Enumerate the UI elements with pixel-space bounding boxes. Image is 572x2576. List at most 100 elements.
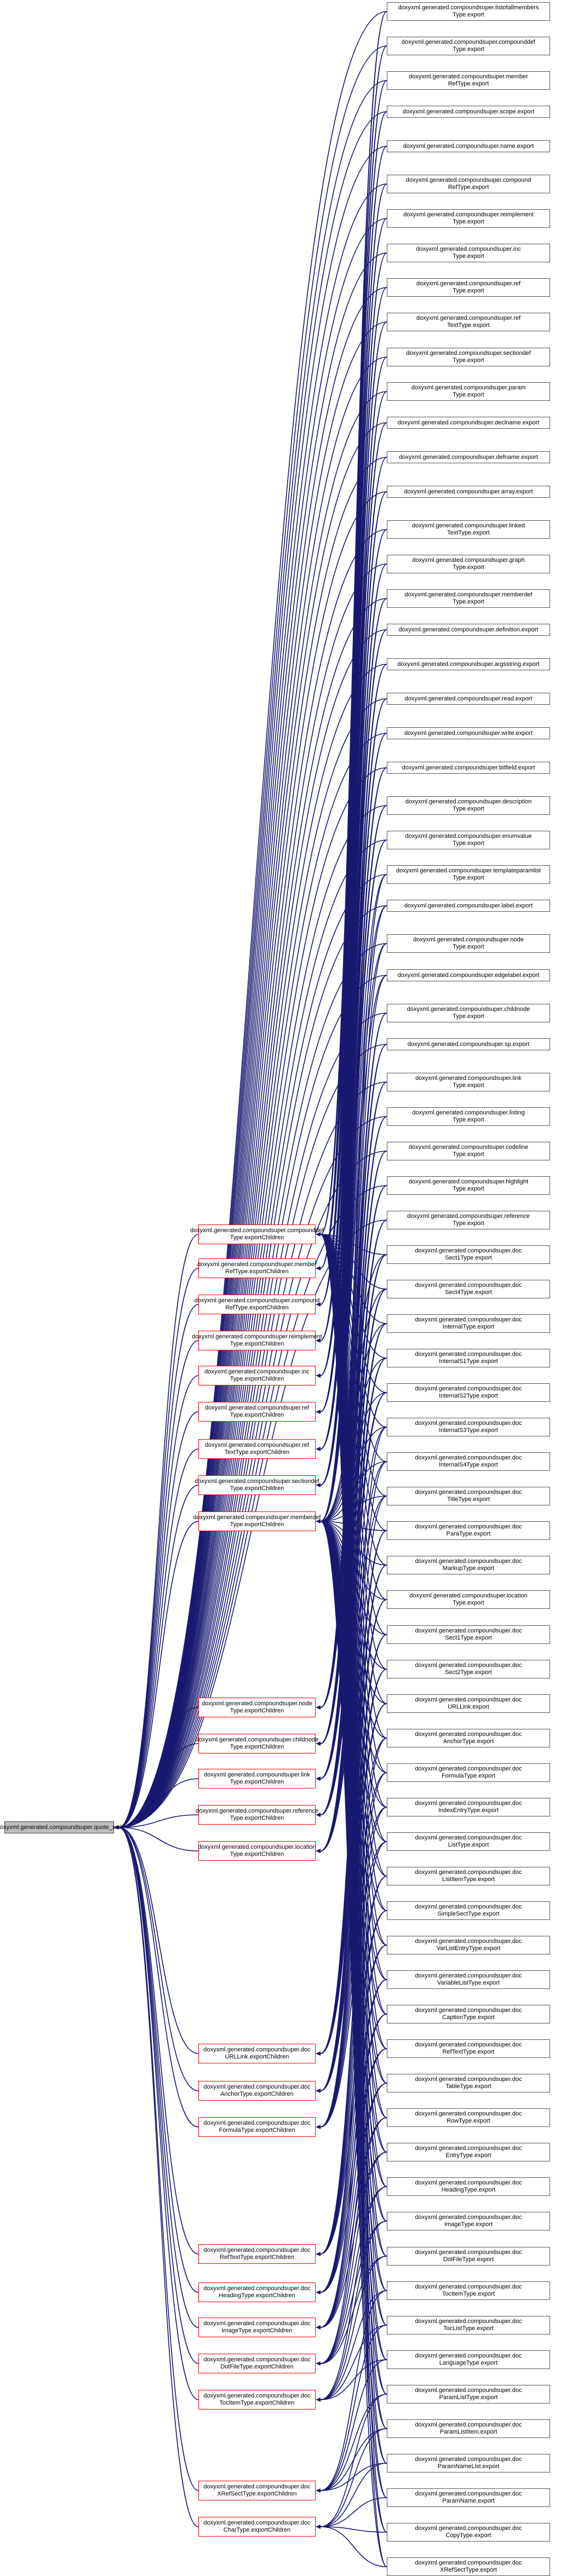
export-node-15[interactable]: doxyxml.generated.compoundsuper.linked T…	[387, 520, 550, 539]
export-node-66[interactable]: doxyxml.generated.compoundsuper.doc TocI…	[387, 2281, 550, 2300]
export-node-31[interactable]: doxyxml.generated.compoundsuper.link Typ…	[387, 1073, 550, 1091]
caller-node-c_doctocitem[interactable]: doxyxml.generated.compoundsuper.doc TocI…	[198, 2390, 316, 2410]
caller-node-c_memberdef[interactable]: doxyxml.generated.compoundsuper.memberde…	[193, 1511, 321, 1531]
export-node-46[interactable]: doxyxml.generated.compoundsuper.location…	[387, 1590, 550, 1609]
export-node-49[interactable]: doxyxml.generated.compoundsuper.doc URLL…	[387, 1694, 550, 1713]
export-node-5[interactable]: doxyxml.generated.compoundsuper.compound…	[387, 175, 550, 193]
export-node-47[interactable]: doxyxml.generated.compoundsuper.doc Sect…	[387, 1625, 550, 1644]
caller-node-c_docxrefsect[interactable]: doxyxml.generated.compoundsuper.doc XRef…	[198, 2481, 316, 2500]
export-node-61[interactable]: doxyxml.generated.compoundsuper.doc RowT…	[387, 2108, 550, 2127]
export-node-25[interactable]: doxyxml.generated.compoundsuper.template…	[387, 865, 550, 884]
export-node-36[interactable]: doxyxml.generated.compoundsuper.doc Sect…	[387, 1245, 550, 1264]
export-node-11[interactable]: doxyxml.generated.compoundsuper.param Ty…	[387, 382, 550, 401]
caller-node-c_docimage[interactable]: doxyxml.generated.compoundsuper.doc Imag…	[198, 2318, 316, 2337]
export-node-73[interactable]: doxyxml.generated.compoundsuper.doc Copy…	[387, 2523, 550, 2542]
export-node-0[interactable]: doxyxml.generated.compoundsuper.listofal…	[387, 2, 550, 21]
export-node-62[interactable]: doxyxml.generated.compoundsuper.doc Entr…	[387, 2143, 550, 2161]
export-node-30[interactable]: doxyxml.generated.compoundsuper.sp.expor…	[387, 1038, 550, 1050]
export-node-22[interactable]: doxyxml.generated.compoundsuper.bitfield…	[387, 762, 550, 774]
caller-node-c_docreftext[interactable]: doxyxml.generated.compoundsuper.doc RefT…	[198, 2244, 316, 2264]
export-node-70[interactable]: doxyxml.generated.compoundsuper.doc Para…	[387, 2419, 550, 2438]
export-node-14[interactable]: doxyxml.generated.compoundsuper.array.ex…	[387, 486, 550, 498]
export-node-69[interactable]: doxyxml.generated.compoundsuper.doc Para…	[387, 2385, 550, 2404]
export-node-13[interactable]: doxyxml.generated.compoundsuper.defname.…	[387, 451, 550, 463]
export-node-55[interactable]: doxyxml.generated.compoundsuper.doc Simp…	[387, 1901, 550, 1920]
export-node-9[interactable]: doxyxml.generated.compoundsuper.ref Text…	[387, 313, 550, 331]
caller-node-c_node[interactable]: doxyxml.generated.compoundsuper.node Typ…	[198, 1698, 316, 1717]
export-node-18[interactable]: doxyxml.generated.compoundsuper.definiti…	[387, 624, 550, 636]
export-node-33[interactable]: doxyxml.generated.compoundsuper.codeline…	[387, 1142, 550, 1160]
caller-node-c_childnode[interactable]: doxyxml.generated.compoundsuper.childnod…	[196, 1734, 318, 1753]
caller-node-c_docurllink[interactable]: doxyxml.generated.compoundsuper.doc URLL…	[198, 2044, 316, 2063]
export-node-54[interactable]: doxyxml.generated.compoundsuper.doc List…	[387, 1867, 550, 1885]
export-node-20[interactable]: doxyxml.generated.compoundsuper.read.exp…	[387, 693, 550, 705]
export-node-2[interactable]: doxyxml.generated.compoundsuper.member R…	[387, 71, 550, 90]
export-node-72[interactable]: doxyxml.generated.compoundsuper.doc Para…	[387, 2488, 550, 2507]
export-node-71[interactable]: doxyxml.generated.compoundsuper.doc Para…	[387, 2454, 550, 2473]
export-node-52[interactable]: doxyxml.generated.compoundsuper.doc Inde…	[387, 1798, 550, 1816]
export-node-37[interactable]: doxyxml.generated.compoundsuper.doc Sect…	[387, 1280, 550, 1298]
caller-node-c_reference[interactable]: doxyxml.generated.compoundsuper.referenc…	[196, 1805, 318, 1825]
export-node-12[interactable]: doxyxml.generated.compoundsuper.declname…	[387, 417, 550, 429]
export-node-40[interactable]: doxyxml.generated.compoundsuper.doc Inte…	[387, 1383, 550, 1402]
export-node-44[interactable]: doxyxml.generated.compoundsuper.doc Para…	[387, 1521, 550, 1540]
export-node-28[interactable]: doxyxml.generated.compoundsuper.edgelabe…	[387, 969, 550, 981]
caller-node-c_memberref[interactable]: doxyxml.generated.compoundsuper.member R…	[197, 1258, 317, 1278]
export-node-64[interactable]: doxyxml.generated.compoundsuper.doc Imag…	[387, 2212, 550, 2230]
caller-node-c_compounddef[interactable]: doxyxml.generated.compoundsuper.compound…	[190, 1224, 324, 1244]
export-node-32[interactable]: doxyxml.generated.compoundsuper.listing …	[387, 1107, 550, 1126]
export-node-63[interactable]: doxyxml.generated.compoundsuper.doc Head…	[387, 2177, 550, 2196]
export-node-48[interactable]: doxyxml.generated.compoundsuper.doc Sect…	[387, 1660, 550, 1678]
export-node-56[interactable]: doxyxml.generated.compoundsuper.doc VarL…	[387, 1936, 550, 1954]
export-node-38[interactable]: doxyxml.generated.compoundsuper.doc Inte…	[387, 1314, 550, 1333]
export-node-41[interactable]: doxyxml.generated.compoundsuper.doc Inte…	[387, 1418, 550, 1436]
caller-node-c_link[interactable]: doxyxml.generated.compoundsuper.link Typ…	[198, 1769, 316, 1789]
export-node-51[interactable]: doxyxml.generated.compoundsuper.doc Form…	[387, 1763, 550, 1782]
caller-node-c_inc[interactable]: doxyxml.generated.compoundsuper.inc Type…	[198, 1366, 316, 1385]
export-node-29[interactable]: doxyxml.generated.compoundsuper.childnod…	[387, 1004, 550, 1022]
export-node-67[interactable]: doxyxml.generated.compoundsuper.doc TocL…	[387, 2316, 550, 2334]
export-node-6[interactable]: doxyxml.generated.compoundsuper.reimplem…	[387, 209, 550, 228]
caller-node-c_docdotfile[interactable]: doxyxml.generated.compoundsuper.doc DotF…	[198, 2354, 316, 2373]
export-node-45[interactable]: doxyxml.generated.compoundsuper.doc Mark…	[387, 1556, 550, 1574]
export-node-1[interactable]: doxyxml.generated.compoundsuper.compound…	[387, 37, 550, 55]
export-node-58[interactable]: doxyxml.generated.compoundsuper.doc Capt…	[387, 2005, 550, 2023]
caller-node-c_docheading[interactable]: doxyxml.generated.compoundsuper.doc Head…	[198, 2282, 316, 2302]
export-node-21[interactable]: doxyxml.generated.compoundsuper.write.ex…	[387, 727, 550, 739]
export-node-16[interactable]: doxyxml.generated.compoundsuper.graph Ty…	[387, 555, 550, 573]
export-node-17[interactable]: doxyxml.generated.compoundsuper.memberde…	[387, 589, 550, 608]
export-node-24[interactable]: doxyxml.generated.compoundsuper.enumvalu…	[387, 831, 550, 849]
caller-node-c_ref[interactable]: doxyxml.generated.compoundsuper.ref Type…	[198, 1402, 316, 1422]
export-node-27[interactable]: doxyxml.generated.compoundsuper.node Typ…	[387, 934, 550, 953]
export-node-60[interactable]: doxyxml.generated.compoundsuper.doc Tabl…	[387, 2074, 550, 2092]
export-node-74[interactable]: doxyxml.generated.compoundsuper.doc XRef…	[387, 2557, 550, 2576]
caller-node-c_reimplement[interactable]: doxyxml.generated.compoundsuper.reimplem…	[192, 1331, 322, 1350]
caller-node-c_location[interactable]: doxyxml.generated.compoundsuper.location…	[198, 1841, 316, 1861]
export-node-4[interactable]: doxyxml.generated.compoundsuper.name.exp…	[387, 140, 550, 152]
export-node-57[interactable]: doxyxml.generated.compoundsuper.doc Vari…	[387, 1970, 550, 1989]
export-node-42[interactable]: doxyxml.generated.compoundsuper.doc Inte…	[387, 1452, 550, 1471]
export-node-65[interactable]: doxyxml.generated.compoundsuper.doc DotF…	[387, 2247, 550, 2266]
root-node[interactable]: doxyxml.generated.compoundsuper.quote_xm…	[0, 1821, 122, 1833]
export-node-26[interactable]: doxyxml.generated.compoundsuper.label.ex…	[387, 900, 550, 912]
caller-node-c_sectiondef[interactable]: doxyxml.generated.compoundsuper.sectiond…	[195, 1475, 319, 1495]
caller-node-c_docchar[interactable]: doxyxml.generated.compoundsuper.doc Char…	[198, 2517, 316, 2537]
export-node-3[interactable]: doxyxml.generated.compoundsuper.scope.ex…	[387, 106, 550, 118]
caller-node-c_docformula[interactable]: doxyxml.generated.compoundsuper.doc Form…	[198, 2117, 316, 2137]
caller-node-c_docanchor[interactable]: doxyxml.generated.compoundsuper.doc Anch…	[198, 2081, 316, 2101]
export-node-35[interactable]: doxyxml.generated.compoundsuper.referenc…	[387, 1211, 550, 1229]
export-node-34[interactable]: doxyxml.generated.compoundsuper.highligh…	[387, 1176, 550, 1195]
export-node-59[interactable]: doxyxml.generated.compoundsuper.doc RefT…	[387, 2039, 550, 2058]
export-node-68[interactable]: doxyxml.generated.compoundsuper.doc Lang…	[387, 2350, 550, 2369]
export-node-53[interactable]: doxyxml.generated.compoundsuper.doc List…	[387, 1832, 550, 1851]
caller-node-c_compoundref[interactable]: doxyxml.generated.compoundsuper.compound…	[195, 1295, 319, 1314]
export-node-10[interactable]: doxyxml.generated.compoundsuper.sectiond…	[387, 348, 550, 366]
export-node-7[interactable]: doxyxml.generated.compoundsuper.inc Type…	[387, 244, 550, 262]
export-node-23[interactable]: doxyxml.generated.compoundsuper.descript…	[387, 796, 550, 815]
export-node-43[interactable]: doxyxml.generated.compoundsuper.doc Titl…	[387, 1487, 550, 1505]
export-node-39[interactable]: doxyxml.generated.compoundsuper.doc Inte…	[387, 1349, 550, 1367]
export-node-19[interactable]: doxyxml.generated.compoundsuper.argsstri…	[387, 658, 550, 670]
export-node-8[interactable]: doxyxml.generated.compoundsuper.ref Type…	[387, 278, 550, 297]
export-node-50[interactable]: doxyxml.generated.compoundsuper.doc Anch…	[387, 1729, 550, 1747]
caller-node-c_reftext[interactable]: doxyxml.generated.compoundsuper.ref Text…	[198, 1439, 316, 1459]
